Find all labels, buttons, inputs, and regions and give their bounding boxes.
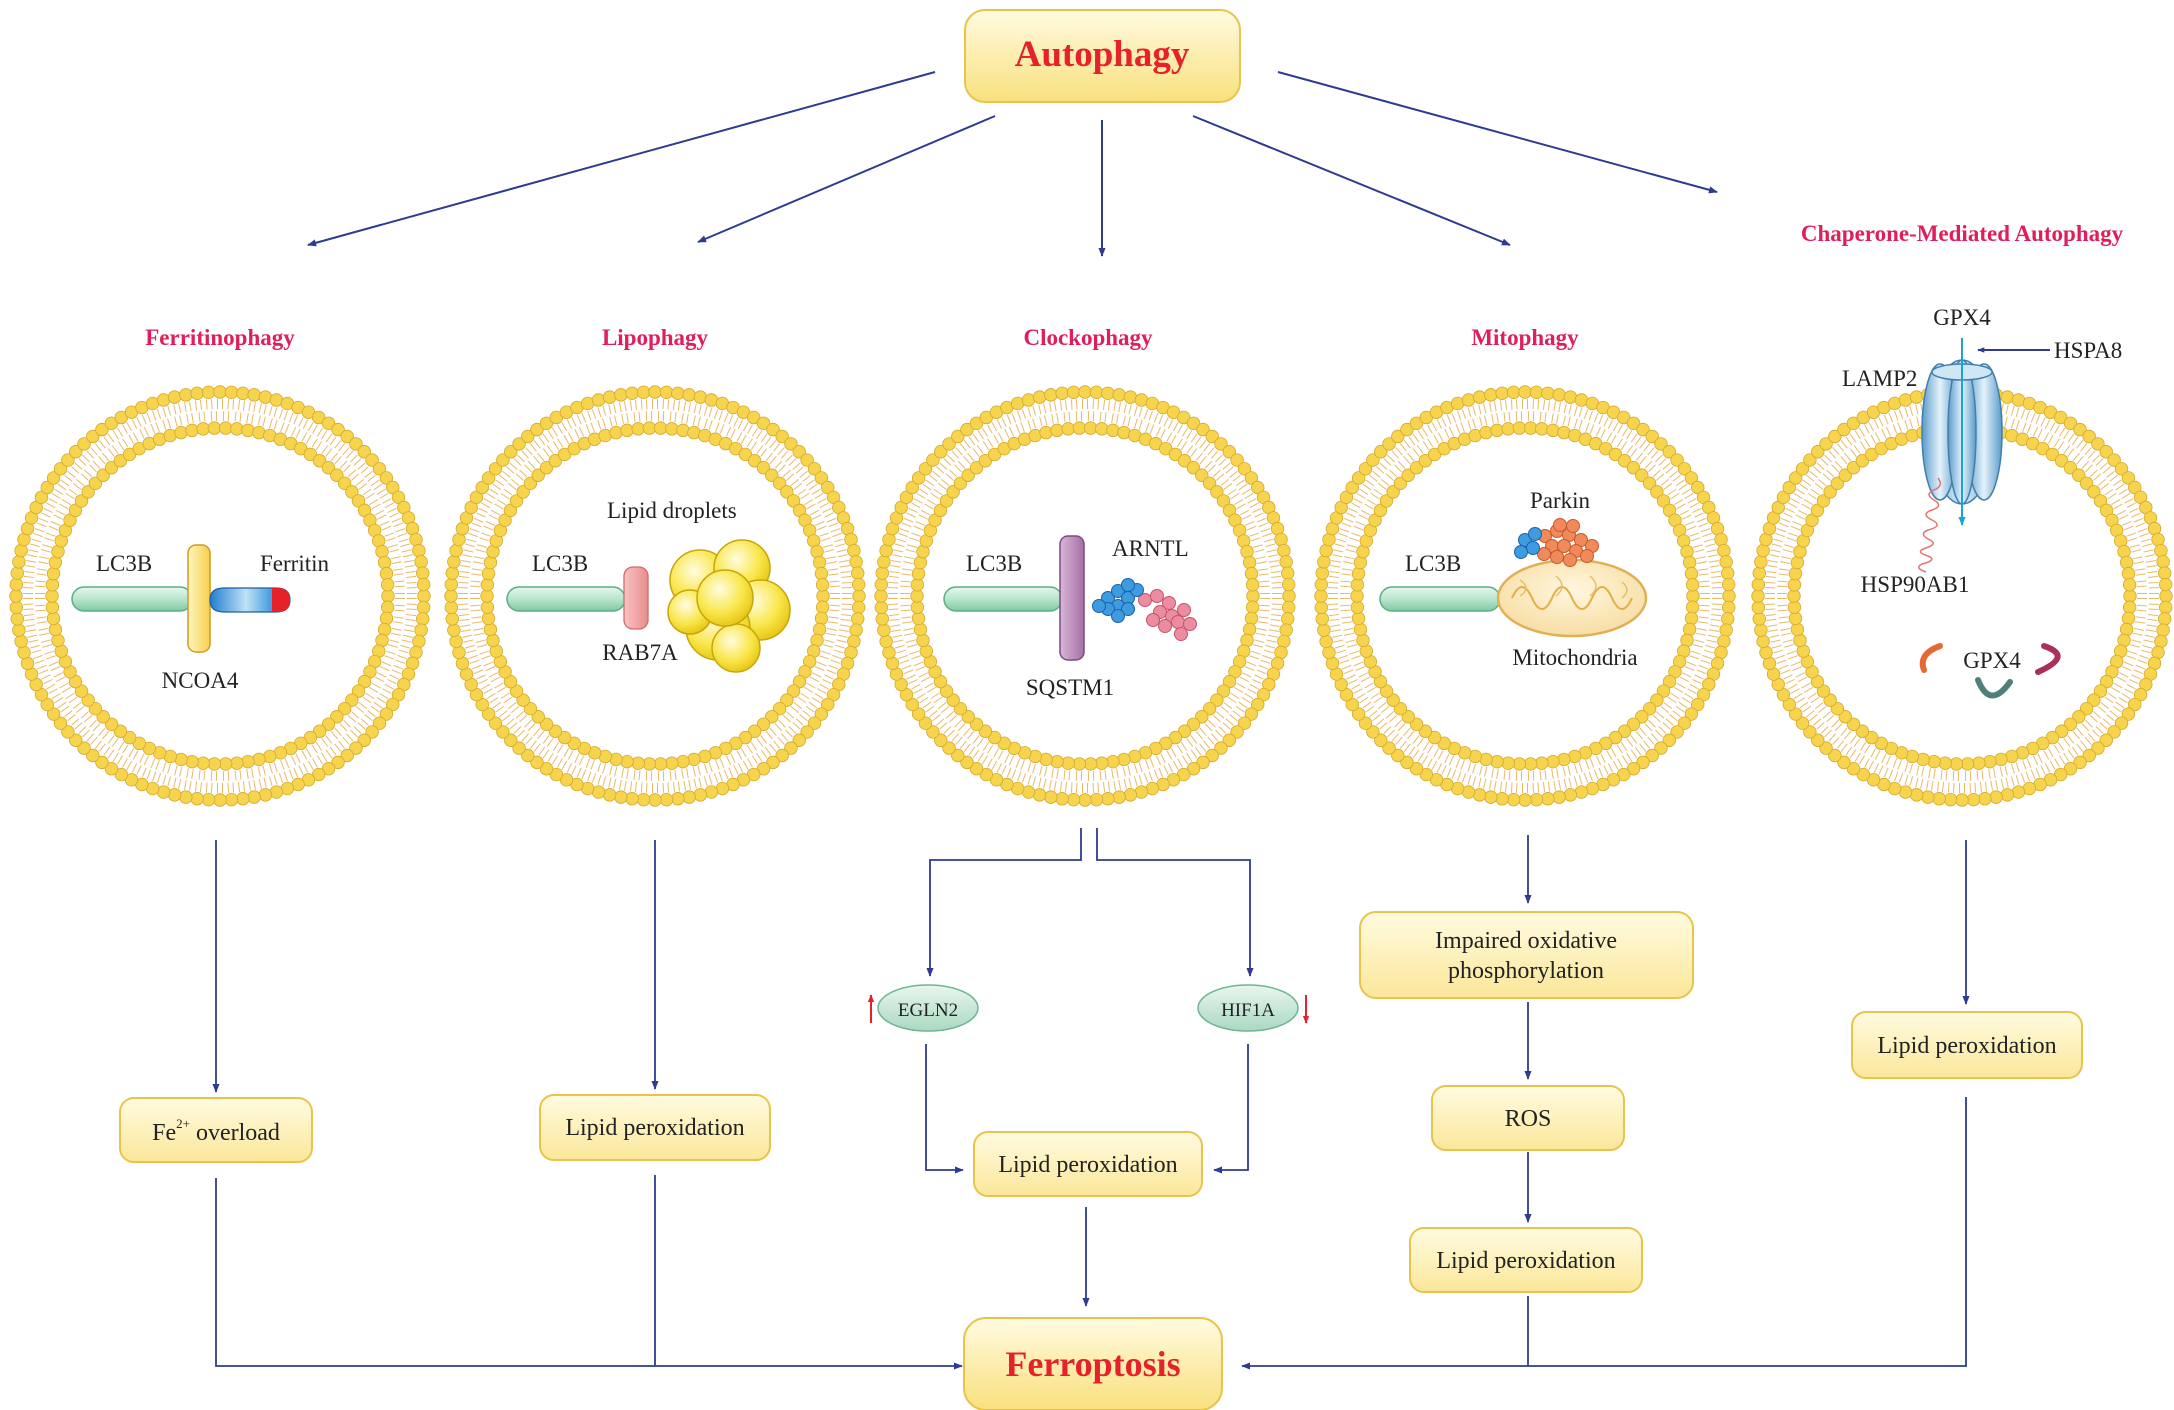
cma-label: Chaperone-Mediated Autophagy xyxy=(1801,221,2124,246)
lipophagy-lipid-peroxidation-box xyxy=(539,1094,771,1161)
lipophagy-outcome-label: Lipid peroxidation xyxy=(565,1115,744,1141)
lipid-droplets-icon xyxy=(667,539,791,673)
clockophagy-label: Clockophagy xyxy=(1023,325,1153,350)
arntl-protein-icon xyxy=(1092,578,1197,641)
downstream-arrows xyxy=(212,828,1970,1370)
impaired-oxphos-line2: phosphorylation xyxy=(1448,958,1604,984)
hsp90ab1-coil-icon xyxy=(1918,477,1941,573)
ncoa4-label: NCOA4 xyxy=(162,668,239,693)
arrow-to-ferritinophagy xyxy=(307,71,936,247)
clockophagy-lipid-peroxidation-box xyxy=(973,1131,1203,1197)
sqstm1-bar xyxy=(1059,535,1085,661)
mitophagy-outcome-label: Lipid peroxidation xyxy=(1436,1248,1615,1274)
fe-overload-label: Fe2+ overload xyxy=(152,1116,280,1146)
clockophagy-complex: LC3B ARNTL SQSTM1 xyxy=(943,535,1197,700)
ncoa4-bar xyxy=(187,544,211,653)
autophagy-title-box: Autophagy xyxy=(964,9,1241,103)
gpx4-fragment-1 xyxy=(1919,643,1943,673)
parkin-protein-icon xyxy=(1514,518,1599,567)
mitophagy-complex: LC3B Parkin Mitochondria xyxy=(1379,488,1648,670)
fe-overload-box xyxy=(119,1097,313,1163)
lc3b-label-4: LC3B xyxy=(1405,551,1461,576)
ferroptosis-label: Ferroptosis xyxy=(1005,1344,1180,1384)
lipid-droplets-label: Lipid droplets xyxy=(607,498,737,523)
arrow-to-mitophagy xyxy=(1192,115,1511,246)
mitophagy-lipid-peroxidation-box xyxy=(1409,1227,1643,1293)
clockophagy-outcome-label: Lipid peroxidation xyxy=(998,1152,1177,1178)
sqstm1-label: SQSTM1 xyxy=(1026,675,1114,700)
hspa8-label: HSPA8 xyxy=(2054,338,2122,363)
lamp2-label: LAMP2 xyxy=(1842,366,1917,391)
lc3b-bar xyxy=(1379,586,1501,612)
mitophagy-membrane xyxy=(1314,385,1736,807)
egln2-oval: EGLN2 xyxy=(877,984,979,1032)
cma-outcome-label: Lipid peroxidation xyxy=(1877,1033,2056,1059)
lc3b-bar xyxy=(943,586,1063,612)
cma-complex: GPX4 HSPA8 LAMP2 HSP90AB1 GPX4 xyxy=(1842,305,2122,699)
mitophagy-label: Mitophagy xyxy=(1471,325,1579,350)
arrow-to-cma xyxy=(1277,71,1718,194)
title-arrows xyxy=(307,71,1718,257)
ferroptosis-box: Ferroptosis xyxy=(963,1317,1223,1410)
gpx4-inner-label: GPX4 xyxy=(1963,648,2021,673)
ros-label: ROS xyxy=(1505,1106,1552,1132)
rab7a-bar xyxy=(623,566,649,630)
clockophagy-membrane xyxy=(874,385,1296,807)
parkin-label: Parkin xyxy=(1530,488,1591,513)
lipophagy-membrane xyxy=(444,385,866,807)
ferritinophagy-label: Ferritinophagy xyxy=(145,325,295,350)
ferritinophagy-complex: LC3B Ferritin NCOA4 xyxy=(71,544,329,693)
mitochondria-label: Mitochondria xyxy=(1512,645,1637,670)
lipophagy-label: Lipophagy xyxy=(602,325,709,350)
ferritinophagy-membrane xyxy=(9,385,431,807)
autophagy-title: Autophagy xyxy=(1015,34,1190,75)
gpx4-fragment-3 xyxy=(1975,677,2013,699)
lc3b-bar xyxy=(506,586,626,612)
arrow-to-lipophagy xyxy=(697,115,996,243)
mitochondria-icon xyxy=(1496,558,1648,638)
cma-lipid-peroxidation-box xyxy=(1851,1011,2083,1079)
lc3b-label-2: LC3B xyxy=(532,551,588,576)
hsp90ab1-label: HSP90AB1 xyxy=(1861,572,1970,597)
arntl-label: ARNTL xyxy=(1112,536,1189,561)
egln2-label: EGLN2 xyxy=(898,1000,958,1021)
lipophagy-complex: LC3B Lipid droplets RAB7A xyxy=(506,498,791,673)
gpx4-top-label: GPX4 xyxy=(1933,305,1991,330)
impaired-oxphos-box xyxy=(1359,911,1694,999)
impaired-oxphos-line1: Impaired oxidative xyxy=(1435,928,1617,954)
ferritin-cap xyxy=(272,588,290,612)
ferritin-label: Ferritin xyxy=(260,551,329,576)
gpx4-fragment-2 xyxy=(2035,643,2061,675)
lysosome-membranes xyxy=(9,385,2173,807)
hif1a-oval: HIF1A xyxy=(1197,984,1299,1032)
hif1a-label: HIF1A xyxy=(1221,1000,1275,1021)
lc3b-label-1: LC3B xyxy=(96,551,152,576)
lc3b-bar xyxy=(71,586,193,612)
rab7a-label: RAB7A xyxy=(602,640,678,665)
ros-box xyxy=(1431,1085,1625,1151)
lc3b-label-3: LC3B xyxy=(966,551,1022,576)
